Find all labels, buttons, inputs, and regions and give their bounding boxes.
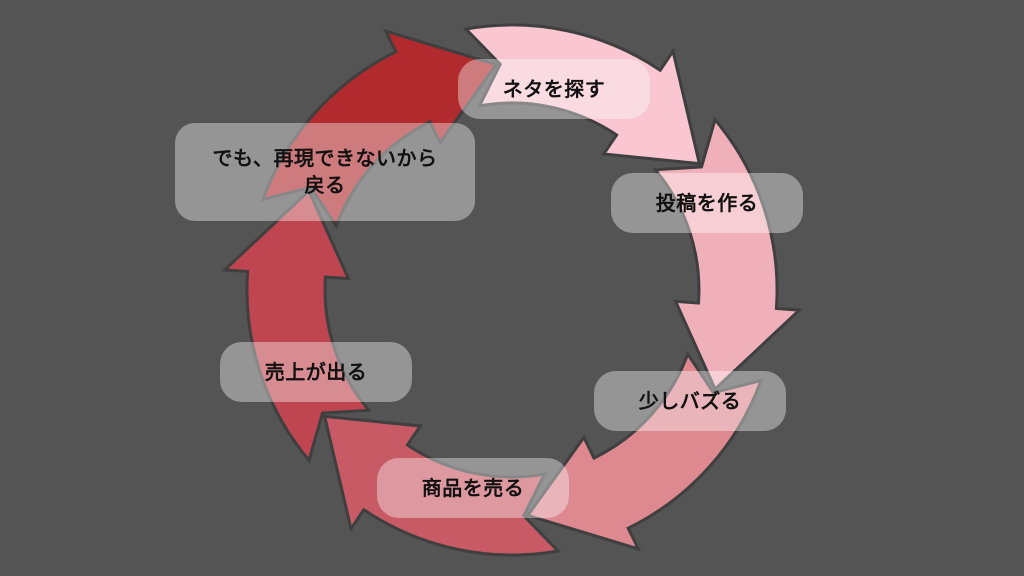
step-label-text: 売上が出る	[264, 359, 368, 384]
step-label-text: 商品を売る	[421, 475, 525, 500]
step-label-go-viral: 少しバズる	[594, 371, 786, 431]
step-label-text: 投稿を作る	[655, 190, 759, 215]
cycle-arrow-6	[260, 28, 499, 230]
cycle-arrow-1	[462, 23, 702, 166]
step-label-text: でも、再現できないから 戻る	[212, 146, 438, 197]
step-label-make-sales: 売上が出る	[220, 342, 412, 402]
cycle-arrow-2	[652, 116, 803, 392]
cycle-arrow-3	[525, 350, 764, 552]
step-label-back-to-start: でも、再現できないから 戻る	[175, 123, 475, 221]
cycle-arrow-4	[322, 414, 562, 557]
step-label-sell-product: 商品を売る	[377, 458, 569, 518]
step-label-find-topic: ネタを探す	[458, 59, 650, 119]
step-label-text: ネタを探す	[502, 76, 606, 101]
step-label-text: 少しバズる	[638, 388, 742, 413]
cycle-arrow-5	[221, 188, 372, 464]
step-label-create-post: 投稿を作る	[611, 173, 803, 233]
